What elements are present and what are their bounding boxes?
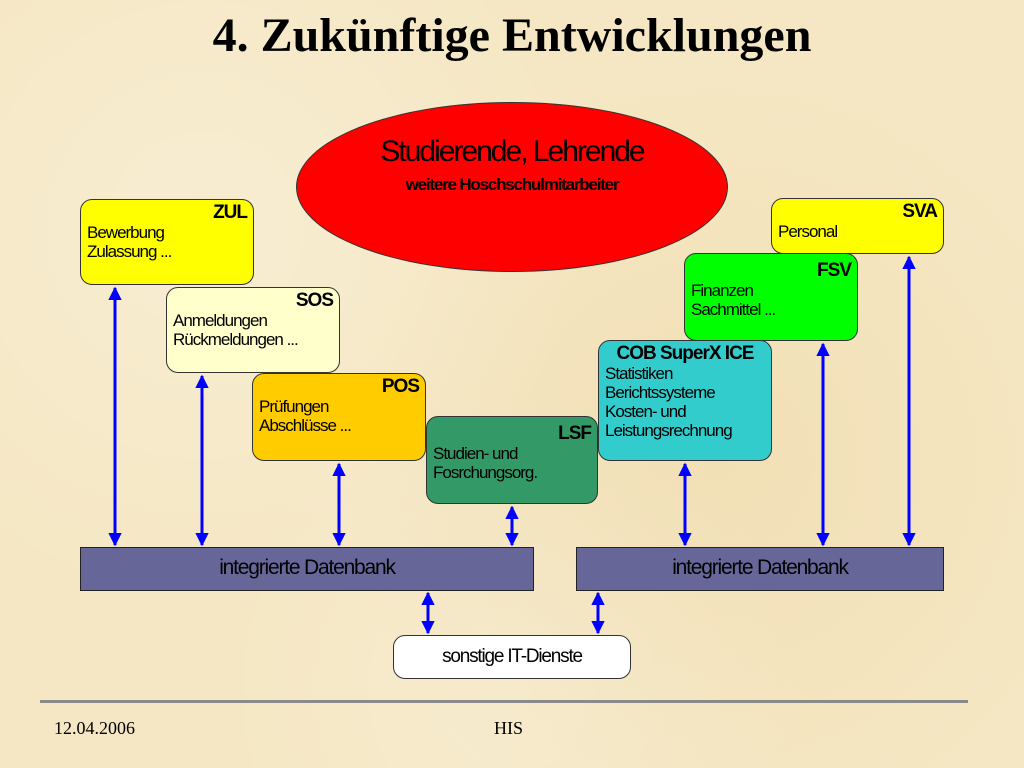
- module-line: Abschlüsse ...: [259, 416, 352, 435]
- integrated-database-left: integrierte Datenbank: [80, 547, 534, 591]
- module-line: Rückmeldungen ...: [173, 330, 299, 349]
- module-sos: SOS Anmeldungen Rückmeldungen ...: [166, 287, 340, 373]
- other-it-services: sonstige IT-Dienste: [393, 635, 631, 679]
- module-line: Berichtssysteme: [605, 383, 716, 402]
- module-line: Kosten- und: [605, 402, 687, 421]
- module-pos: POS Prüfungen Abschlüsse ...: [252, 373, 426, 461]
- module-sva: SVA Personal: [771, 198, 944, 254]
- module-zul: ZUL Bewerbung Zulassung ...: [80, 199, 254, 285]
- module-line: Prüfungen: [259, 397, 329, 416]
- module-line: Studien- und: [433, 444, 518, 463]
- module-code: SOS: [295, 290, 334, 311]
- module-code: COB SuperX ICE: [616, 343, 755, 364]
- module-code: FSV: [817, 260, 852, 281]
- users-main-label: Studierende, Lehrende: [380, 135, 645, 168]
- module-line: Leistungsrechnung: [605, 421, 733, 440]
- module-line: Finanzen: [691, 281, 754, 300]
- module-line: Zulassung ...: [87, 242, 172, 261]
- module-fsv: FSV Finanzen Sachmittel ...: [684, 253, 858, 341]
- module-line: Statistiken: [605, 364, 673, 383]
- footer-date: 12.04.2006: [54, 718, 135, 738]
- module-lsf: LSF Studien- und Fosrchungsorg.: [426, 416, 598, 504]
- footer-org: HIS: [494, 718, 524, 738]
- module-line: Sachmittel ...: [691, 300, 776, 319]
- module-line: Anmeldungen: [173, 311, 268, 330]
- slide-title: 4. Zukünftige Entwicklungen: [212, 9, 812, 62]
- footer-divider: [40, 700, 968, 703]
- module-code: POS: [381, 376, 420, 397]
- users-sub-label: weitere Hoschschulmitarbeiter: [405, 175, 620, 194]
- users-ellipse: Studierende, Lehrende weitere Hoschschul…: [296, 102, 728, 272]
- module-line: Personal: [778, 222, 838, 241]
- integrated-database-right: integrierte Datenbank: [576, 547, 944, 591]
- module-code: LSF: [558, 423, 592, 444]
- module-line: Bewerbung: [87, 223, 165, 242]
- module-code: ZUL: [213, 202, 248, 223]
- module-line: Fosrchungsorg.: [433, 463, 538, 482]
- module-cob: COB SuperX ICE Statistiken Berichtssyste…: [598, 340, 772, 461]
- module-code: SVA: [902, 201, 938, 222]
